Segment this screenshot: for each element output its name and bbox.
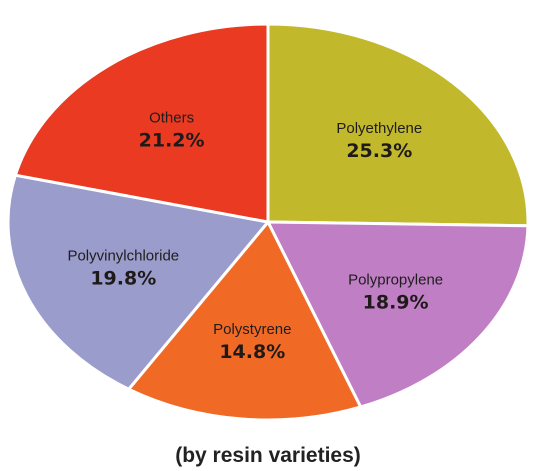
slice-value-others: 21.2% [139,130,205,152]
pie-slice-polystyrene [127,220,363,422]
slice-label-polypropylene: Polypropylene [348,271,443,288]
slice-label-others: Others [149,110,194,127]
pie-slice-polyvinylchloride [6,173,270,391]
pie-labels: Polyethylene 25.3% Polypropylene 18.9% Polys… [67,110,443,364]
chart-caption: (by resin varieties) [175,444,361,467]
slice-label-polyvinylchloride: Polyvinylchloride [67,247,179,264]
pie-slice-polypropylene [266,220,530,409]
slice-label-polyethylene: Polyethylene [336,120,422,137]
slice-label-polystyrene: Polystyrene [213,321,291,338]
pie-slice-others [13,22,270,224]
slice-value-polystyrene: 14.8% [219,341,285,363]
slice-value-polyethylene: 25.3% [346,140,412,162]
slice-value-polyvinylchloride: 19.8% [90,267,156,289]
slice-value-polypropylene: 18.9% [363,291,429,313]
pie-slice-polyethylene [266,22,530,228]
pie-slices [6,22,530,422]
